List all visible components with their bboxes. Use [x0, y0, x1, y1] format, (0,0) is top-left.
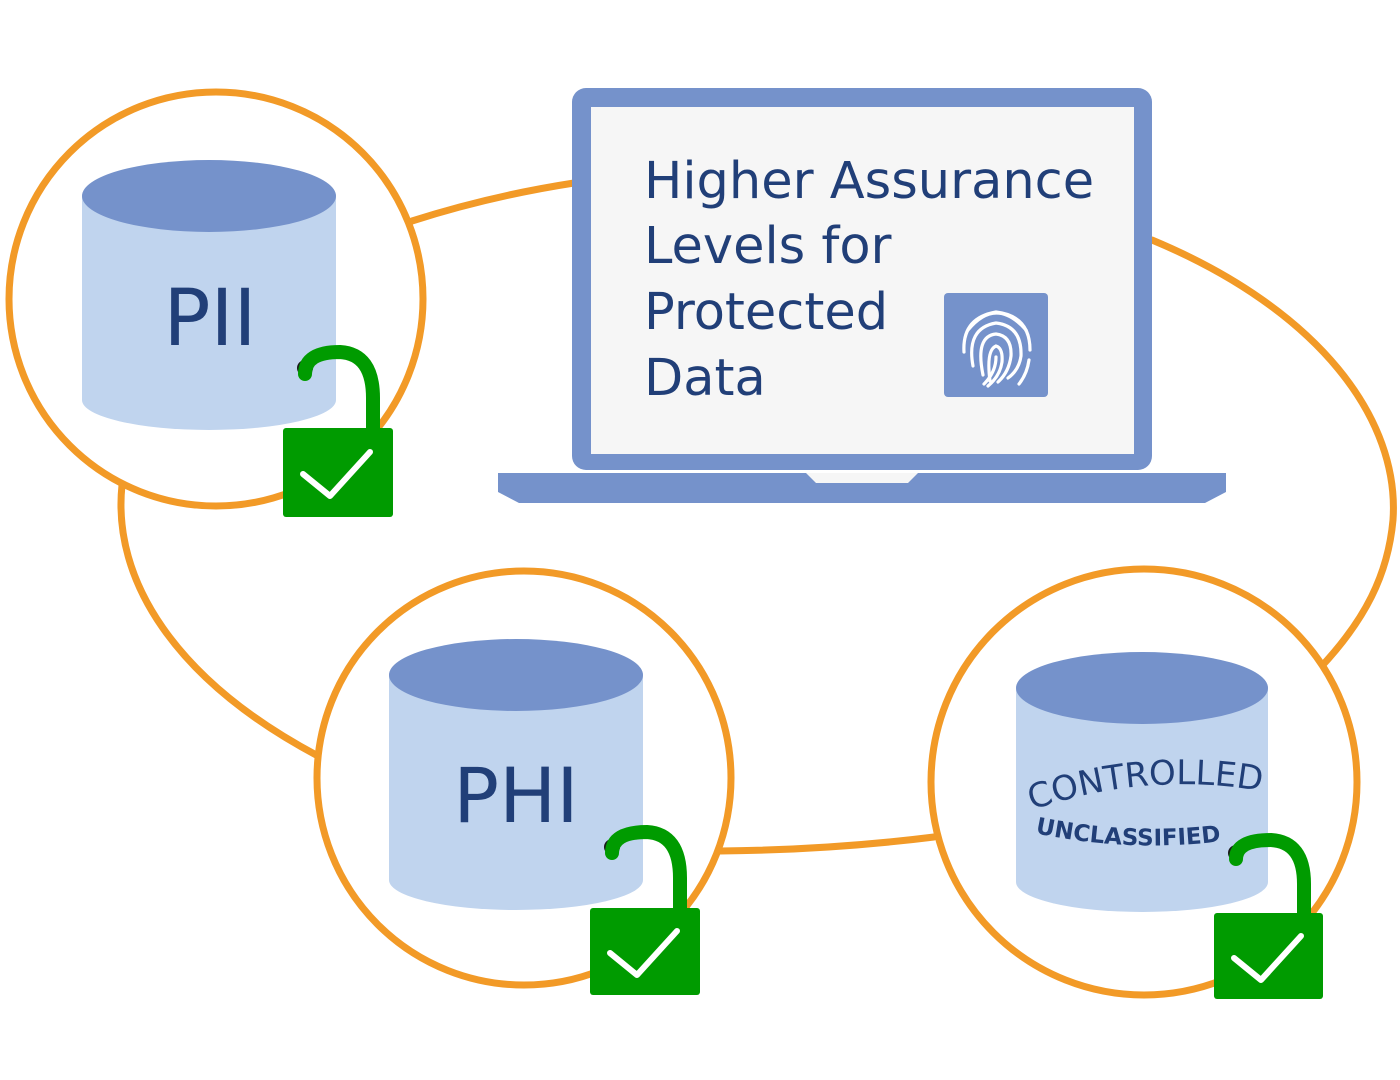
cui-unlocked-padlock-check-icon: [1214, 832, 1323, 999]
connector-pii-to-laptop: [408, 179, 578, 225]
connector-lines: [117, 179, 1397, 855]
pii-label: PII: [163, 274, 256, 364]
cui-database-icon: [1016, 652, 1268, 912]
laptop: Higher Assurance Levels for Protected Da…: [498, 88, 1226, 503]
phi-database-icon: [389, 639, 643, 910]
headline-line-1: Higher Assurance: [644, 152, 1094, 211]
node-cui: CONTROLLED UNCLASSIFIED: [927, 565, 1361, 999]
pii-database-icon: [82, 160, 336, 430]
headline-line-2: Levels for: [644, 217, 892, 276]
node-phi: PHI: [313, 567, 735, 995]
pii-unlocked-padlock-check-icon: [283, 344, 393, 517]
laptop-headline: Higher Assurance Levels for Protected Da…: [644, 152, 1094, 408]
laptop-base: [498, 473, 1226, 503]
fingerprint-icon: [944, 293, 1048, 397]
connector-phi-to-cui: [716, 833, 938, 855]
headline-line-4: Data: [644, 349, 766, 408]
phi-label: PHI: [453, 751, 578, 840]
node-pii: PII: [5, 88, 427, 517]
headline-line-3: Protected: [644, 283, 888, 342]
connector-pii-to-phi: [117, 481, 322, 760]
phi-unlocked-padlock-check-icon: [590, 824, 700, 995]
laptop-notch: [806, 473, 918, 483]
connector-laptop-to-cui: [1148, 236, 1397, 672]
